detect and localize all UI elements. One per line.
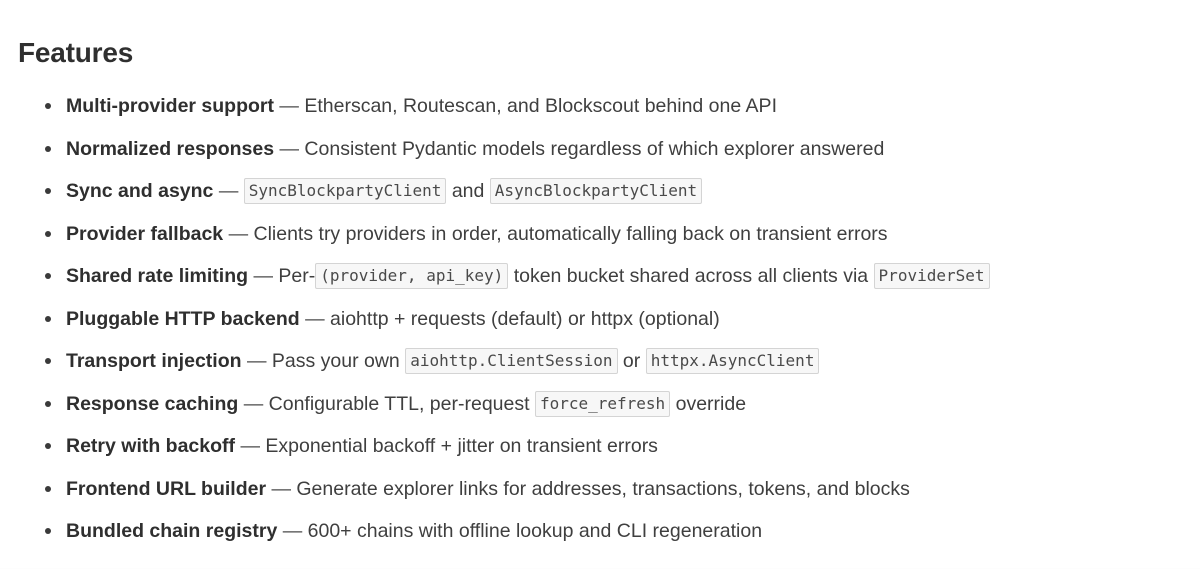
feature-description: Etherscan, Routescan, and Blockscout beh… <box>304 95 777 117</box>
feature-separator-dash: — <box>266 477 297 500</box>
feature-term: Shared rate limiting <box>66 265 249 287</box>
feature-list-item: Shared rate limiting — Per-(provider, ap… <box>0 255 1200 298</box>
feature-list-item: Retry with backoff — Exponential backoff… <box>0 425 1200 468</box>
feature-separator-dash: — <box>241 350 272 372</box>
inline-code: AsyncBlockpartyClient <box>489 178 703 204</box>
inline-code: httpx.AsyncClient <box>645 348 820 374</box>
feature-list-item: Normalized responses — Consistent Pydant… <box>0 128 1200 171</box>
feature-separator-dash: — <box>223 222 254 245</box>
bullet-icon <box>45 443 51 450</box>
feature-description: and <box>451 180 485 202</box>
feature-description: Exponential backoff + jitter on transien… <box>265 435 658 457</box>
feature-separator-dash: — <box>238 392 269 415</box>
bullet-icon <box>45 485 51 492</box>
feature-description: Clients try providers in order, automati… <box>253 222 888 245</box>
feature-description: aiohttp + requests (default) or httpx (o… <box>330 307 720 330</box>
bullet-icon <box>45 145 51 152</box>
inline-code: SyncBlockpartyClient <box>243 178 447 204</box>
feature-separator-dash: — <box>274 95 305 117</box>
feature-list-item: Multi-provider support — Etherscan, Rout… <box>0 85 1200 128</box>
feature-separator-dash: — <box>277 520 308 542</box>
feature-list-item: Pluggable HTTP backend — aiohttp + reque… <box>0 298 1200 341</box>
inline-code: force_refresh <box>534 390 671 417</box>
page-title: Features <box>18 36 134 68</box>
feature-separator-dash: — <box>235 435 266 457</box>
feature-list-item: Response caching — Configurable TTL, per… <box>0 383 1200 426</box>
bullet-icon <box>45 273 51 280</box>
bullet-icon <box>45 103 51 110</box>
feature-list-item: Sync and async — SyncBlockpartyClient an… <box>0 170 1200 213</box>
feature-term: Provider fallback <box>66 222 224 245</box>
feature-term: Multi-provider support <box>66 95 274 117</box>
feature-separator-dash: — <box>213 180 244 202</box>
feature-list-item: Frontend URL builder — Generate explorer… <box>0 468 1200 511</box>
inline-code: aiohttp.ClientSession <box>405 348 618 374</box>
bullet-icon <box>45 188 51 195</box>
feature-separator-dash: — <box>248 265 279 287</box>
feature-term: Normalized responses <box>66 137 275 160</box>
feature-term: Sync and async <box>66 180 214 202</box>
feature-description: Per- <box>278 265 316 287</box>
feature-list: Multi-provider support — Etherscan, Rout… <box>0 85 1200 553</box>
feature-term: Retry with backoff <box>66 435 236 457</box>
inline-code: ProviderSet <box>873 263 990 289</box>
feature-list-item: Transport injection — Pass your own aioh… <box>0 340 1200 383</box>
bullet-icon <box>45 528 51 535</box>
feature-description: override <box>675 392 747 415</box>
feature-term: Bundled chain registry <box>66 520 278 542</box>
feature-term: Transport injection <box>66 350 242 372</box>
feature-description: Pass your own <box>271 350 400 372</box>
feature-description: Consistent Pydantic models regardless of… <box>304 137 885 160</box>
feature-description: token bucket shared across all clients v… <box>513 265 869 287</box>
inline-code: (provider, api_key) <box>315 263 509 289</box>
feature-term: Frontend URL builder <box>66 477 267 500</box>
bullet-icon <box>45 230 51 237</box>
feature-list-item: Provider fallback — Clients try provider… <box>0 213 1200 256</box>
feature-term: Pluggable HTTP backend <box>66 307 300 330</box>
feature-list-item: Bundled chain registry — 600+ chains wit… <box>0 510 1200 553</box>
feature-description: or <box>622 350 641 372</box>
feature-description: Configurable TTL, per-request <box>268 392 530 415</box>
feature-term: Response caching <box>66 392 239 415</box>
feature-separator-dash: — <box>274 137 305 160</box>
bullet-icon <box>45 315 51 322</box>
bullet-icon <box>45 358 51 365</box>
feature-description: 600+ chains with offline lookup and CLI … <box>307 520 763 542</box>
feature-separator-dash: — <box>299 307 331 330</box>
bullet-icon <box>45 400 51 407</box>
feature-description: Generate explorer links for addresses, t… <box>296 477 910 500</box>
